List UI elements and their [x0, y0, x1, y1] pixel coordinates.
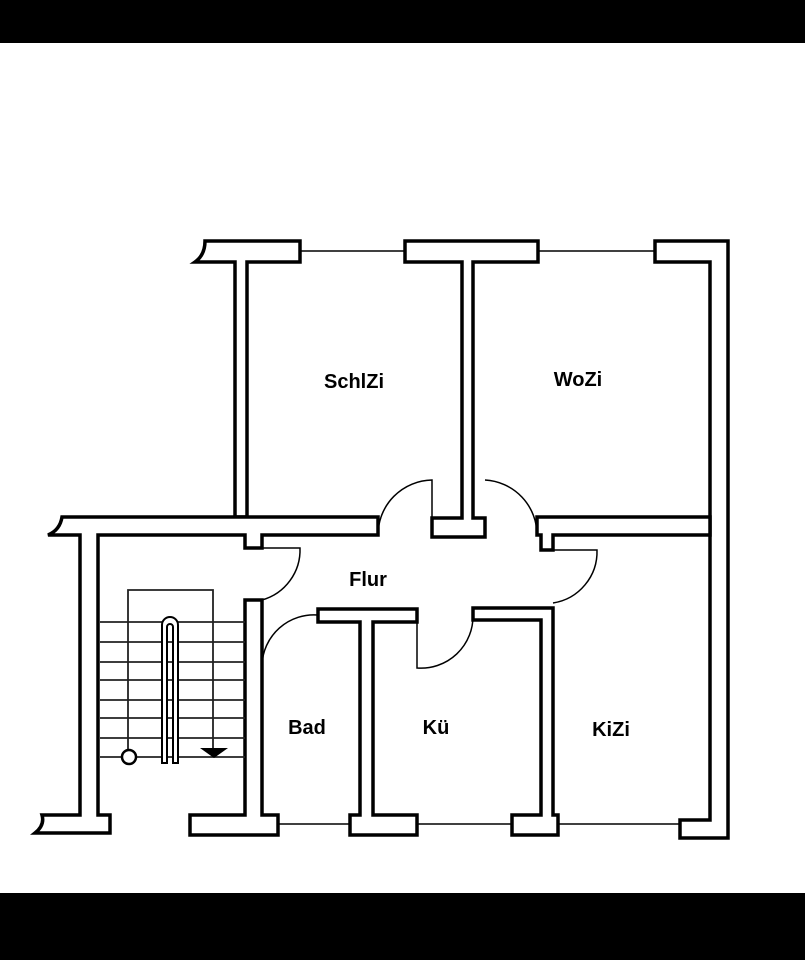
stair-start-marker [120, 748, 138, 766]
room-label-flur: Flur [349, 569, 387, 591]
door-swings [261, 479, 598, 669]
door-kue [416, 614, 474, 669]
stair-handrail [161, 616, 179, 764]
room-label-wozi: WoZi [554, 369, 603, 391]
bottom-black-bar [0, 893, 805, 960]
room-label-bad: Bad [288, 717, 326, 739]
windows [278, 250, 680, 825]
staircase [100, 589, 245, 766]
door-schlzi [377, 479, 433, 536]
room-label-kue: Kü [423, 717, 450, 739]
room-label-schlzi: SchlZi [324, 371, 384, 393]
room-label-kizi: KiZi [592, 719, 630, 741]
stair-arrow-icon [200, 748, 228, 758]
door-kizi [552, 549, 598, 604]
top-black-bar [0, 0, 805, 43]
door-bad [261, 614, 319, 666]
walls [30, 239, 730, 840]
door-wozi [484, 479, 538, 536]
door-stair [261, 547, 301, 601]
